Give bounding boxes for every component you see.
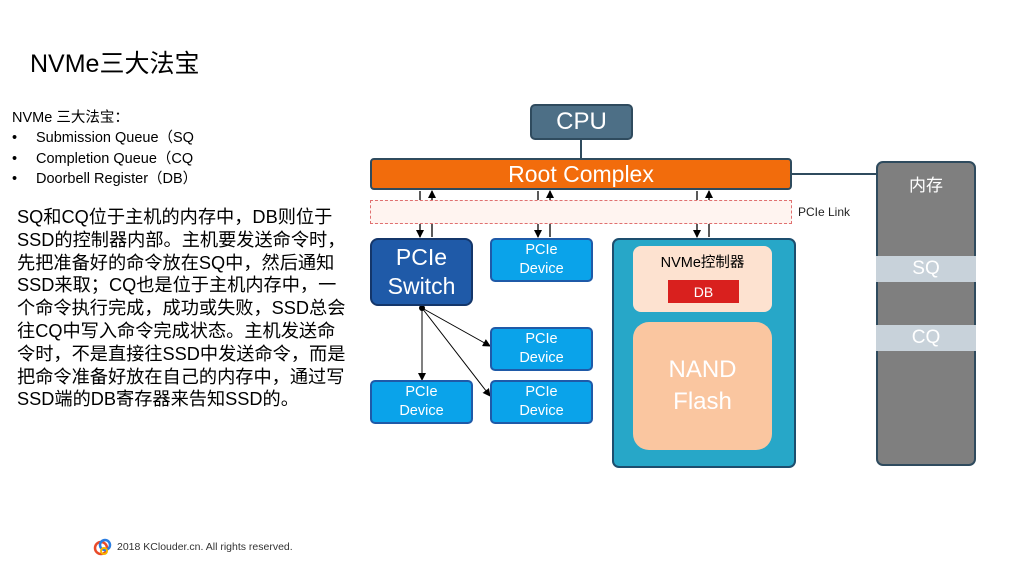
- host-memory-box: [876, 161, 976, 466]
- nand-label-line2: Flash: [673, 388, 732, 415]
- device-label-line1: PCIe: [405, 384, 438, 400]
- doorbell-register: DB: [668, 280, 739, 303]
- switch-label-line2: Switch: [387, 273, 456, 299]
- device-label-line2: Device: [519, 350, 564, 366]
- completion-queue-slot: CQ: [876, 325, 976, 351]
- pcie-device-middle: PCIe Device: [490, 327, 593, 371]
- switch-label-line1: PCIe: [395, 244, 448, 270]
- device-label-line2: Device: [519, 403, 564, 419]
- description-paragraph: SQ和CQ位于主机的内存中，DB则位于SSD的控制器内部。主机要发送命令时，先把…: [17, 207, 346, 410]
- submission-queue-slot: SQ: [876, 256, 976, 282]
- copyright-text: 2018 KClouder.cn. All rights reserved.: [117, 541, 293, 553]
- root-complex-box: Root Complex: [370, 158, 792, 190]
- footer: 2018 KClouder.cn. All rights reserved.: [93, 537, 293, 557]
- intro-text: NVMe 三大法宝：: [12, 110, 129, 126]
- cpu-box: CPU: [530, 104, 633, 140]
- bullet-db: Doorbell Register（DB）: [12, 169, 197, 190]
- bullet-sq: Submission Queue（SQ: [12, 128, 197, 149]
- device-label-line1: PCIe: [525, 331, 558, 347]
- device-label-line2: Device: [399, 403, 444, 419]
- pcie-device-left: PCIe Device: [370, 380, 473, 424]
- pcie-device-top: PCIe Device: [490, 238, 593, 282]
- switch-to-device-mid: [421, 307, 491, 347]
- nand-label-line1: NAND: [668, 356, 737, 383]
- pcie-device-bottom: PCIe Device: [490, 380, 593, 424]
- bullet-list: Submission Queue（SQ Completion Queue（CQ …: [12, 128, 197, 190]
- nand-flash-box: NAND Flash: [633, 322, 772, 450]
- nvme-controller-label: NVMe控制器: [660, 255, 745, 271]
- switch-to-device-bottom: [421, 307, 491, 397]
- page-title: NVMe三大法宝: [30, 50, 200, 78]
- bullet-cq: Completion Queue（CQ: [12, 149, 197, 170]
- host-memory-label: 内存: [909, 176, 943, 195]
- pcie-link-label: PCIe Link: [798, 205, 851, 219]
- kclouder-logo-icon: [93, 538, 112, 556]
- device-label-line2: Device: [519, 261, 564, 277]
- device-label-line1: PCIe: [525, 384, 558, 400]
- device-label-line1: PCIe: [525, 242, 558, 258]
- pcie-switch-box: PCIe Switch: [370, 238, 473, 306]
- pcie-link-region: [370, 200, 792, 224]
